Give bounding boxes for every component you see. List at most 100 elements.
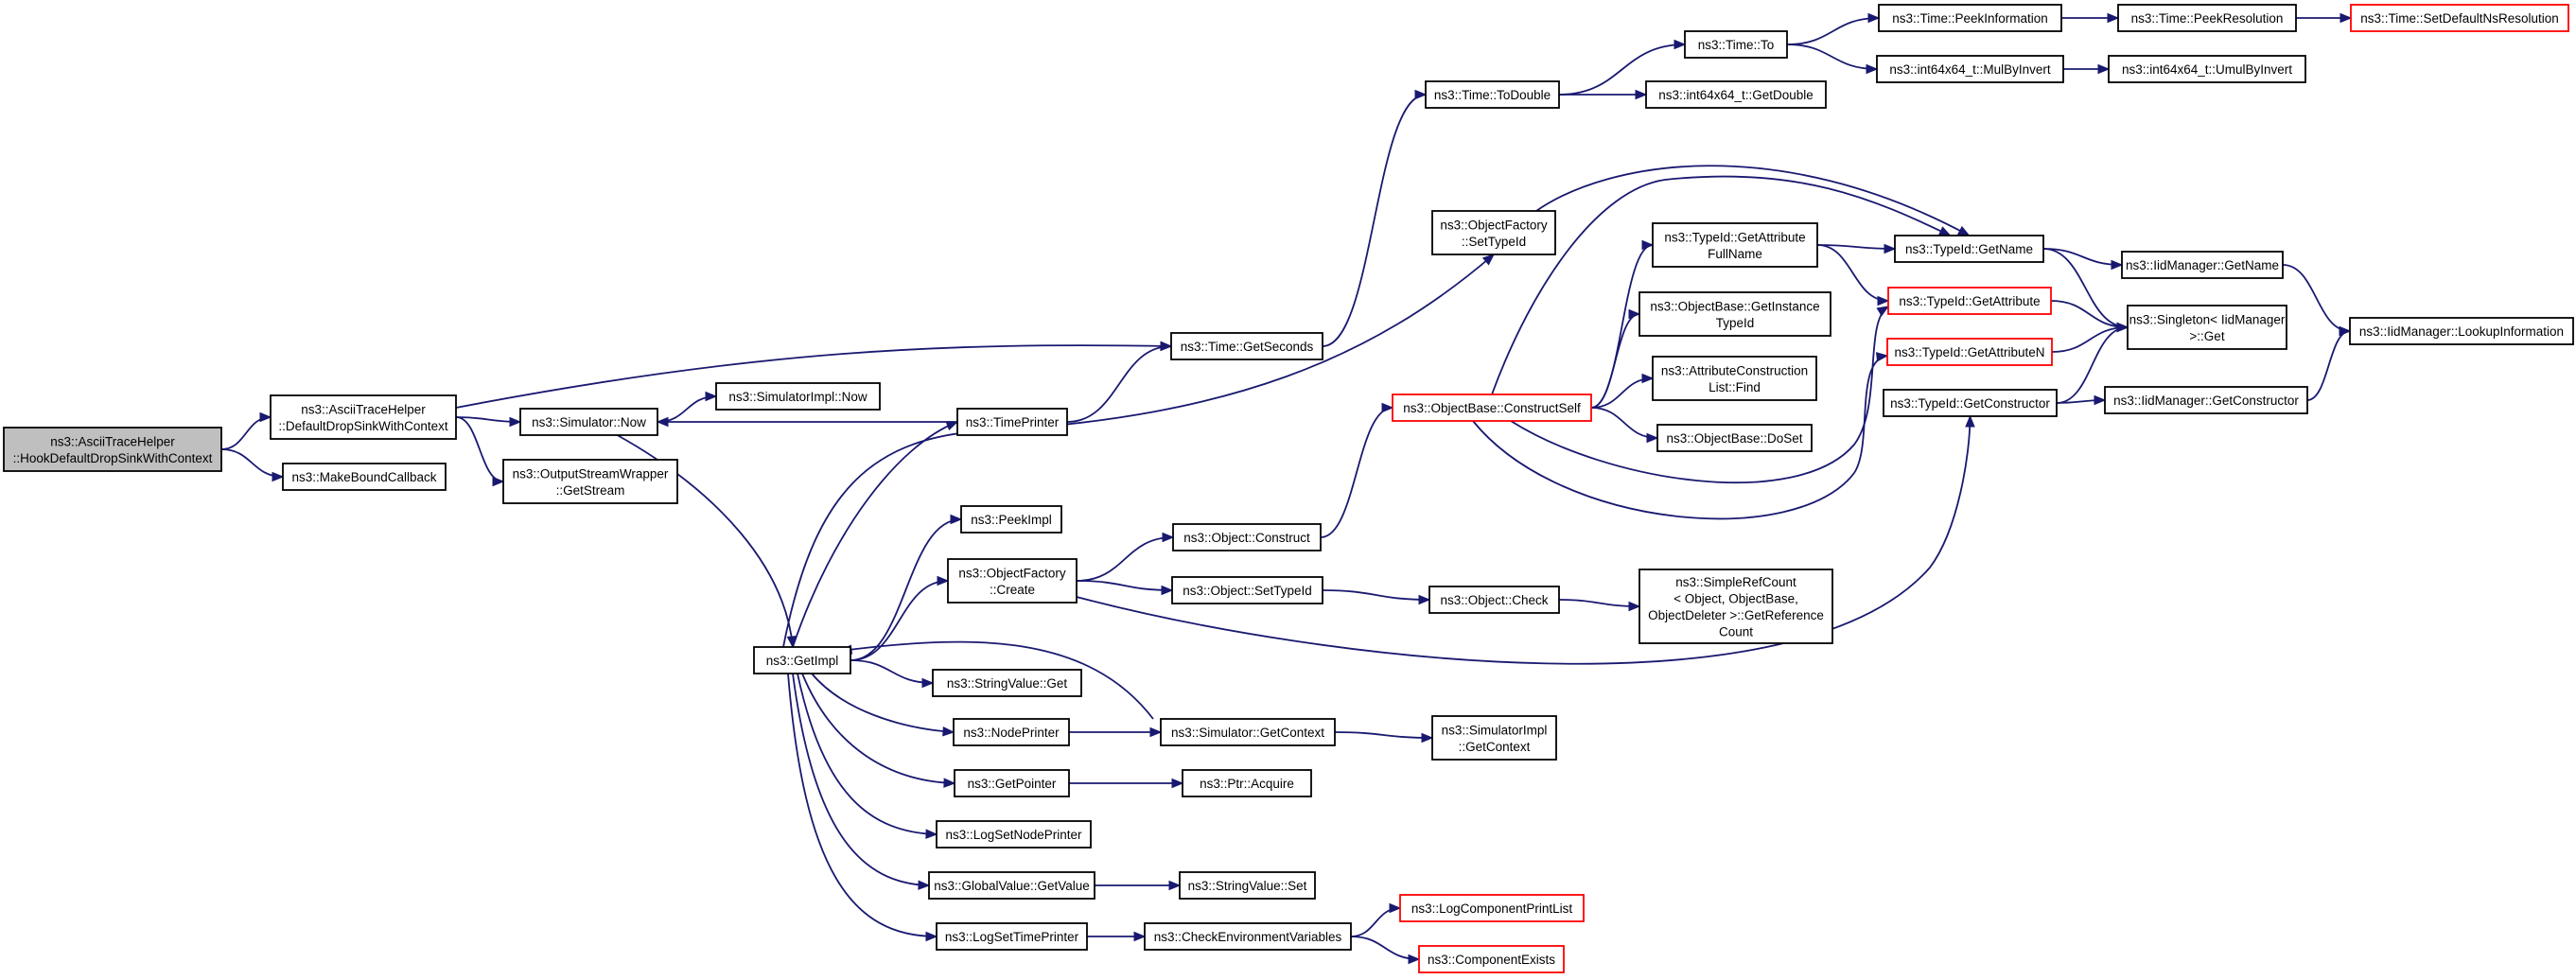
edge-line (1786, 44, 1878, 70)
function-node-tidgetctor[interactable]: ns3::TypeId::GetConstructor (1883, 389, 2058, 417)
function-node-getpointer[interactable]: ns3::GetPointer (954, 769, 1070, 797)
function-node-obdoset[interactable]: ns3::ObjectBase::DoSet (1656, 424, 1813, 452)
function-node-ofsettid[interactable]: ns3::ObjectFactory::SetTypeId (1431, 210, 1556, 255)
node-box (936, 820, 1092, 849)
function-node-tidgetattr[interactable]: ns3::TypeId::GetAttribute (1887, 287, 2052, 315)
node-label: FullName (1708, 247, 1762, 261)
edge-arrowhead (1884, 243, 1897, 254)
function-node-svget[interactable]: ns3::StringValue::Get (932, 669, 1082, 697)
edge-line (850, 580, 949, 661)
node-label: ns3::Simulator::GetContext (1171, 726, 1324, 740)
call-edge-getimpl-to-peekimpl (850, 514, 963, 661)
edge-line (2050, 300, 2129, 328)
node-box (1894, 235, 2044, 263)
function-node-objcheck[interactable]: ns3::Object::Check (1428, 586, 1560, 614)
call-edge-getimpl-to-ofcreate (850, 575, 950, 661)
function-node-timetodouble[interactable]: ns3::Time::ToDouble (1425, 80, 1560, 109)
function-node-mbc[interactable]: ns3::MakeBoundCallback (282, 463, 447, 491)
function-node-siminow[interactable]: ns3::SimulatorImpl::Now (715, 382, 881, 411)
edge-line (2042, 248, 2129, 328)
function-node-objconstruct[interactable]: ns3::Object::Construct (1172, 523, 1322, 551)
node-label: ns3::TypeId::GetAttributeN (1894, 345, 2044, 359)
function-node-srcgetref[interactable]: ns3::SimpleRefCount< Object, ObjectBase,… (1638, 569, 1833, 644)
node-label: ns3::int64x64_t::GetDouble (1658, 88, 1814, 102)
edge-arrowhead (1381, 402, 1394, 413)
node-box (1638, 291, 1831, 337)
function-node-lstp[interactable]: ns3::LogSetTimePrinter (936, 922, 1088, 951)
function-node-ptracq[interactable]: ns3::Ptr::Acquire (1182, 769, 1312, 797)
function-node-iidmgetctor[interactable]: ns3::IidManager::GetConstructor (2104, 386, 2308, 414)
function-node-timeto[interactable]: ns3::Time::To (1684, 30, 1788, 59)
node-label: ns3::ObjectBase::DoSet (1666, 431, 1802, 446)
function-node-gsec[interactable]: ns3::Time::GetSeconds (1170, 332, 1323, 360)
edge-line (1320, 407, 1393, 538)
function-node-tidgetattrn[interactable]: ns3::TypeId::GetAttributeN (1886, 338, 2053, 366)
function-node-timepeekinfo[interactable]: ns3::Time::PeekInformation (1878, 4, 2062, 32)
node-label: ::GetStream (556, 483, 625, 498)
edge-line (801, 673, 955, 784)
function-node-ddswc[interactable]: ns3::AsciiTraceHelper::DefaultDropSinkWi… (270, 394, 457, 440)
edge-line (1786, 17, 1880, 45)
function-node-oswgs[interactable]: ns3::OutputStreamWrapper::GetStream (502, 459, 678, 504)
function-node-simnow[interactable]: ns3::Simulator::Now (519, 408, 658, 436)
edge-line (1535, 165, 1970, 236)
node-label: ns3::TypeId::GetName (1905, 242, 2033, 256)
function-node-timesetdefres[interactable]: ns3::Time::SetDefaultNsResolution (2350, 4, 2569, 32)
edge-arrowhead (942, 726, 955, 737)
function-node-simgetctx[interactable]: ns3::Simulator::GetContext (1160, 718, 1336, 746)
function-node-tidgetname[interactable]: ns3::TypeId::GetName (1894, 235, 2044, 263)
function-node-checkenv[interactable]: ns3::CheckEnvironmentVariables (1144, 922, 1352, 951)
function-node-iidmgetname[interactable]: ns3::IidManager::GetName (2121, 251, 2284, 279)
function-node-getimpl[interactable]: ns3::GetImpl (753, 646, 851, 674)
edge-arrowhead (937, 575, 950, 586)
call-edge-getimpl-to-lstp (787, 673, 938, 942)
function-node-simimplgetctx[interactable]: ns3::SimulatorImpl::GetContext (1431, 715, 1557, 761)
function-node-ofcreate[interactable]: ns3::ObjectFactory::Create (947, 558, 1078, 604)
function-node-objsettid[interactable]: ns3::Object::SetTypeId (1171, 576, 1323, 604)
node-label: ns3::Simulator::Now (532, 415, 646, 429)
function-node-iidmlookup[interactable]: ns3::IidManager::LookupInformation (2349, 317, 2574, 345)
edge-line (797, 673, 938, 835)
node-label: ns3::TypeId::GetConstructor (1890, 396, 2050, 411)
node-label: ::Create (990, 583, 1035, 597)
call-edge-tidgafn-to-tidgetattr (1816, 244, 1890, 306)
function-node-i64umulbyinv[interactable]: ns3::int64x64_t::UmulByInvert (2108, 55, 2306, 83)
function-node-nodeprinter[interactable]: ns3::NodePrinter (953, 718, 1070, 746)
call-edge-gsec-to-timetodouble (1322, 89, 1428, 347)
function-node-obconstructself[interactable]: ns3::ObjectBase::ConstructSelf (1392, 394, 1592, 422)
call-edge-nodeprinter-to-simgetctx (1068, 726, 1163, 738)
function-node-i64mulbyinv[interactable]: ns3::int64x64_t::MulByInvert (1876, 55, 2064, 83)
function-node-timeprinter[interactable]: ns3::TimePrinter (956, 408, 1068, 436)
edge-arrowhead (492, 476, 505, 487)
call-edge-lstp-to-checkenv (1087, 931, 1147, 942)
node-label: ns3::LogSetNodePrinter (945, 828, 1082, 842)
edge-line (1076, 580, 1173, 591)
call-edge-gvget-to-svset (1095, 880, 1182, 891)
function-node-timepeekres[interactable]: ns3::Time::PeekResolution (2117, 4, 2297, 32)
edge-arrowhead (1408, 954, 1421, 965)
call-edge-timeprinter-to-gsec (1066, 341, 1173, 423)
edge-arrowhead (1635, 89, 1648, 100)
function-node-peekimpl[interactable]: ns3::PeekImpl (960, 505, 1062, 534)
edge-arrowhead (705, 391, 718, 402)
function-node-singletonget[interactable]: ns3::Singleton< IidManager>::Get (2127, 305, 2287, 350)
node-label: ns3::Object::Check (1440, 593, 1548, 607)
node-label: ns3::OutputStreamWrapper (513, 466, 669, 481)
function-node-logcpl[interactable]: ns3::LogComponentPrintList (1399, 894, 1585, 922)
edge-arrowhead (2116, 322, 2129, 333)
edge-arrowhead (1867, 12, 1881, 24)
call-edge-obconstructself-to-obgitid (1590, 308, 1641, 409)
node-label: Count (1719, 624, 1753, 639)
function-node-svset[interactable]: ns3::StringValue::Set (1179, 871, 1316, 900)
edge-arrowhead (2339, 325, 2352, 337)
function-node-gvget[interactable]: ns3::GlobalValue::GetValue (928, 871, 1095, 900)
call-edge-ofcreate-to-tidgetctor (1076, 414, 1975, 665)
node-label: ns3::GetImpl (766, 654, 839, 668)
function-node-compexists[interactable]: ns3::ComponentExists (1418, 945, 1565, 973)
function-node-lsnp[interactable]: ns3::LogSetNodePrinter (936, 820, 1092, 849)
function-node-i64getdouble[interactable]: ns3::int64x64_t::GetDouble (1645, 80, 1827, 109)
